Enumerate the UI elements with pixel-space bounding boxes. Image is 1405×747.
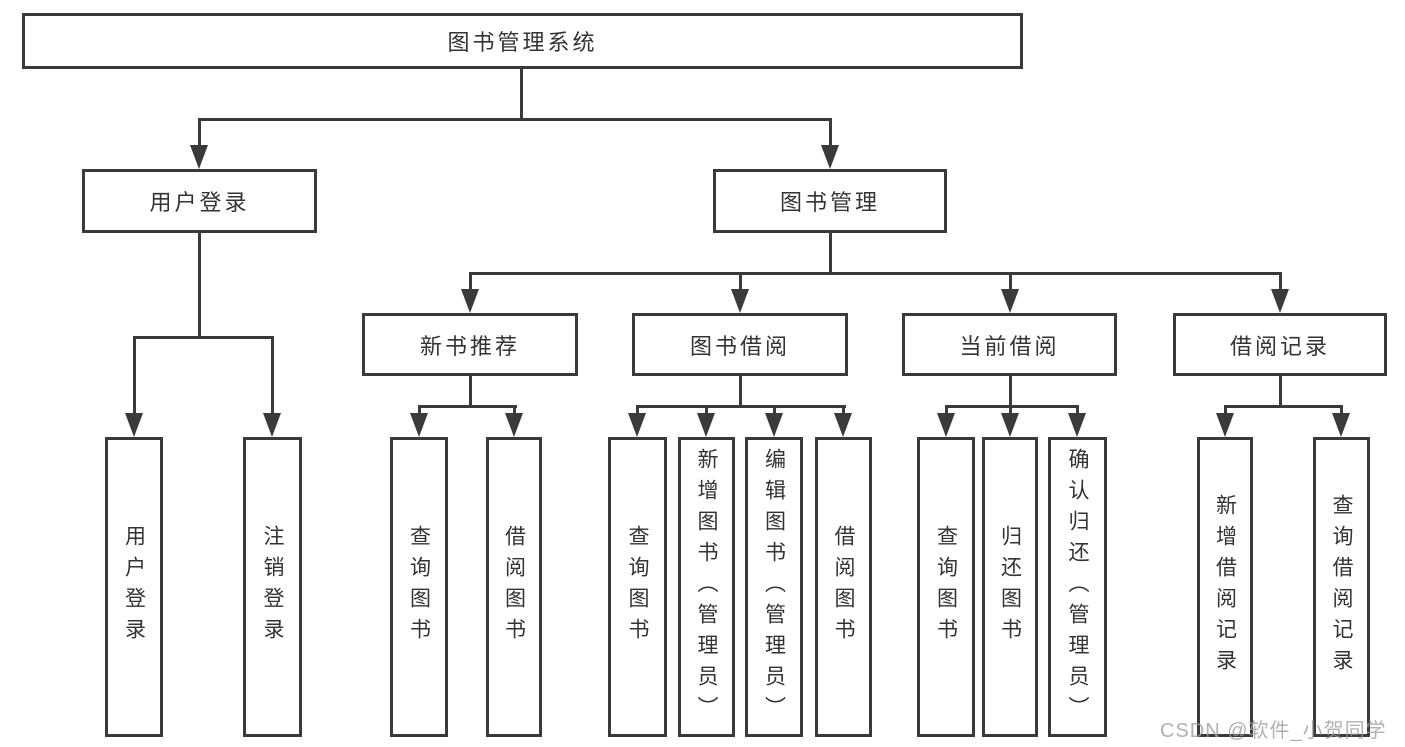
connector-hline bbox=[945, 405, 1079, 408]
node-logout: 注销登录 bbox=[243, 437, 302, 737]
connector-stem bbox=[705, 405, 708, 415]
connector-stem bbox=[842, 405, 845, 415]
arrow-down-icon bbox=[410, 413, 428, 437]
arrow-down-icon bbox=[461, 289, 479, 313]
connector-stem bbox=[1076, 405, 1079, 415]
node-add-books-admin-label: 新增图书（管理员） bbox=[695, 447, 718, 727]
node-borrow-books-label: 借阅图书 bbox=[832, 525, 855, 649]
connector-stem bbox=[739, 376, 742, 405]
node-query-books-recommend-label: 查询图书 bbox=[407, 525, 431, 649]
node-add-borrow-record: 新增借阅记录 bbox=[1197, 437, 1253, 737]
connector-stem bbox=[271, 336, 274, 414]
node-edit-books-admin: 编辑图书（管理员） bbox=[745, 437, 803, 737]
node-add-books-admin: 新增图书（管理员） bbox=[678, 437, 735, 737]
connector-stem bbox=[739, 272, 742, 292]
node-add-borrow-record-label: 新增借阅记录 bbox=[1213, 494, 1237, 680]
node-query-books-recommend: 查询图书 bbox=[390, 437, 448, 737]
node-book-management-label: 图书管理 bbox=[779, 190, 880, 215]
connector-stem bbox=[1009, 405, 1012, 415]
connector-stem bbox=[469, 272, 472, 292]
node-borrow-books: 借阅图书 bbox=[815, 437, 872, 737]
arrow-down-icon bbox=[765, 413, 783, 437]
connector-stem bbox=[418, 405, 421, 415]
node-current-borrow: 当前借阅 bbox=[902, 313, 1117, 376]
node-query-books-borrow-label: 查询图书 bbox=[626, 525, 649, 649]
node-query-borrow-record-label: 查询借阅记录 bbox=[1330, 494, 1353, 680]
node-user-login-leaf: 用户登录 bbox=[105, 437, 163, 737]
connector-stem bbox=[636, 405, 639, 415]
connector-stem bbox=[1009, 272, 1012, 292]
node-library-system-label: 图书管理系统 bbox=[447, 30, 598, 55]
node-borrow-records: 借阅记录 bbox=[1173, 313, 1387, 376]
connector-stem bbox=[773, 405, 776, 415]
arrow-down-icon bbox=[1216, 413, 1234, 437]
connector-userlogin-down bbox=[198, 233, 201, 336]
arrow-down-icon bbox=[1001, 413, 1019, 437]
connector-stem bbox=[133, 336, 136, 414]
node-library-system: 图书管理系统 bbox=[22, 13, 1023, 69]
node-new-book-recommend: 新书推荐 bbox=[362, 313, 578, 376]
node-query-books-borrow: 查询图书 bbox=[608, 437, 667, 737]
arrow-down-icon bbox=[1001, 289, 1019, 313]
arrow-down-icon bbox=[821, 145, 839, 169]
node-book-management: 图书管理 bbox=[713, 169, 947, 233]
connector-stem bbox=[1340, 405, 1343, 415]
arrow-down-icon bbox=[505, 413, 523, 437]
connector-level3-hline bbox=[469, 272, 1282, 275]
arrow-down-icon bbox=[834, 413, 852, 437]
connector-stem bbox=[1009, 376, 1012, 405]
arrow-down-icon bbox=[1332, 413, 1350, 437]
node-borrow-books-recommend-label: 借阅图书 bbox=[502, 525, 526, 649]
node-user-login-label: 用户登录 bbox=[149, 190, 250, 215]
node-borrow-records-label: 借阅记录 bbox=[1229, 333, 1330, 359]
node-book-borrow: 图书借阅 bbox=[632, 313, 848, 376]
connector-stem bbox=[1224, 405, 1227, 415]
node-borrow-books-recommend: 借阅图书 bbox=[486, 437, 542, 737]
arrow-down-icon bbox=[697, 413, 715, 437]
connector-userlogin-hline bbox=[133, 336, 274, 339]
node-return-books-label: 归还图书 bbox=[998, 525, 1022, 649]
node-return-books: 归还图书 bbox=[982, 437, 1038, 737]
connector-stem bbox=[945, 405, 948, 415]
node-edit-books-admin-label: 编辑图书（管理员） bbox=[762, 447, 786, 727]
connector-bookmgmt-stem bbox=[829, 118, 832, 147]
node-logout-label: 注销登录 bbox=[261, 525, 284, 649]
node-user-login: 用户登录 bbox=[82, 169, 317, 233]
connector-stem bbox=[1279, 376, 1282, 405]
arrow-down-icon bbox=[1271, 289, 1289, 313]
node-query-books-current-label: 查询图书 bbox=[934, 525, 958, 649]
arrow-down-icon bbox=[125, 413, 143, 437]
connector-hline bbox=[636, 405, 846, 408]
connector-bookmgmt-down bbox=[829, 233, 832, 272]
node-query-borrow-record: 查询借阅记录 bbox=[1313, 437, 1370, 737]
node-book-borrow-label: 图书借阅 bbox=[689, 333, 790, 359]
connector-hline bbox=[418, 405, 517, 408]
connector-stem bbox=[513, 405, 516, 415]
arrow-down-icon bbox=[1068, 413, 1086, 437]
connector-stem bbox=[1279, 272, 1282, 292]
node-confirm-return-admin-label: 确认归还（管理员） bbox=[1066, 447, 1089, 727]
connector-userlogin-stem bbox=[198, 118, 201, 147]
connector-root-hline bbox=[198, 118, 832, 121]
node-new-book-recommend-label: 新书推荐 bbox=[419, 333, 520, 359]
node-query-books-current: 查询图书 bbox=[917, 437, 975, 737]
arrow-down-icon bbox=[628, 413, 646, 437]
csdn-watermark: CSDN @软件_小贺同学 bbox=[1160, 720, 1387, 742]
arrow-down-icon bbox=[937, 413, 955, 437]
connector-stem bbox=[469, 376, 472, 405]
arrow-down-icon bbox=[190, 145, 208, 169]
connector-hline bbox=[1224, 405, 1343, 408]
node-current-borrow-label: 当前借阅 bbox=[959, 333, 1060, 359]
node-user-login-leaf-label: 用户登录 bbox=[122, 525, 146, 649]
connector-root-stem bbox=[520, 69, 523, 118]
node-confirm-return-admin: 确认归还（管理员） bbox=[1048, 437, 1107, 737]
arrow-down-icon bbox=[731, 289, 749, 313]
arrow-down-icon bbox=[263, 413, 281, 437]
